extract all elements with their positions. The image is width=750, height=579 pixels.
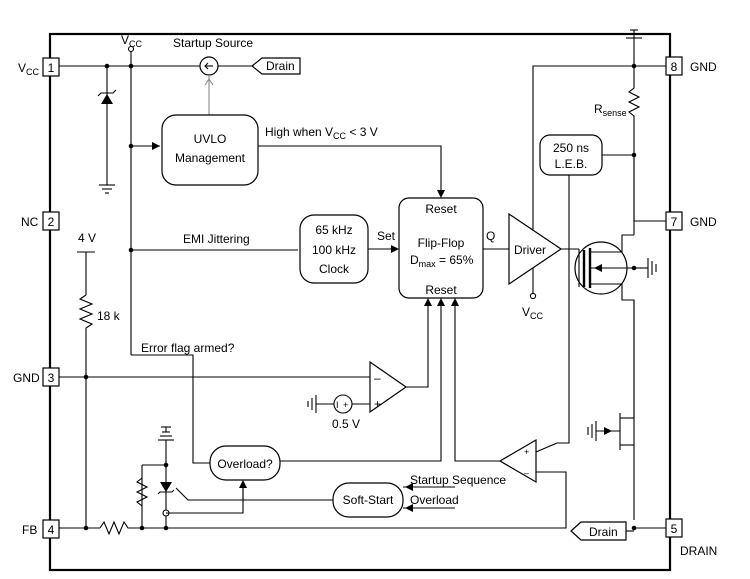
set-label: Set [377, 229, 396, 243]
pin-7-number: 7 [671, 215, 678, 229]
power-mosfet [574, 234, 657, 520]
comp1-minus: – [374, 371, 381, 385]
four-volt-label: 4 V [78, 231, 96, 245]
current-comparator: + – [498, 438, 537, 484]
pin-5-number: 5 [671, 522, 678, 536]
pin-5: 5 DRAIN [665, 518, 717, 558]
leb-label-2: L.E.B. [555, 157, 588, 171]
ff-dmax: Dmax = 65% [410, 253, 474, 269]
pin-2-label: NC [21, 215, 39, 229]
pin-8: 8 GND [665, 56, 717, 76]
rsense-label: Rsense [594, 102, 627, 118]
vcc-top-label: VCC [121, 33, 143, 49]
drain-top-port: Drain [251, 57, 301, 75]
pin-7-label: GND [690, 215, 717, 229]
leb-block: 250 ns L.E.B. [539, 134, 603, 176]
leb-label-1: 250 ns [553, 141, 589, 155]
drain-bottom-label: Drain [589, 525, 618, 539]
uvlo-label-2: Management [175, 151, 246, 165]
emi-label: EMI Jittering [183, 232, 250, 246]
ff-reset-top: Reset [425, 202, 457, 216]
half-volt-minus: I [336, 400, 339, 410]
driver-label: Driver [514, 243, 546, 257]
error-flag-label: Error flag armed? [141, 341, 235, 355]
clock-label-3: Clock [319, 262, 350, 276]
pin-8-number: 8 [671, 60, 678, 74]
drain-bottom-port: Drain [570, 521, 627, 541]
pin-3: 3 GND [13, 367, 60, 387]
vcc-rail [59, 45, 200, 69]
comp1-plus: + [374, 397, 381, 411]
pin-8-label: GND [690, 60, 717, 74]
four-volt-ref [77, 251, 95, 531]
ff-reset-bottom: Reset [425, 283, 457, 297]
pin-7: 7 GND [665, 211, 717, 231]
clock-block: 65 kHz 100 kHz Clock [299, 214, 369, 284]
pin-4: 4 FB [22, 519, 60, 539]
high-when-label: High when VCC < 3 V [265, 125, 378, 141]
pin-5-label: DRAIN [680, 544, 717, 558]
pin-2: 2 NC [21, 211, 60, 231]
clock-label-1: 65 kHz [315, 223, 352, 237]
drain-top-label: Drain [266, 59, 295, 73]
soft-start-block: Soft-Start [332, 482, 404, 518]
pin-1-number: 1 [48, 61, 55, 75]
eighteen-k-label: 18 k [97, 309, 121, 323]
vcc-driver-label: VCC [522, 305, 544, 321]
pin-1: 1 VCC [18, 57, 60, 77]
comp2-minus: – [524, 468, 529, 478]
rsense-resistor [627, 66, 641, 235]
chip-outline [48, 32, 672, 572]
pin-3-number: 3 [48, 371, 55, 385]
gnd-top-symbol [626, 29, 642, 66]
comp2-plus: + [524, 447, 529, 457]
pin-4-label: FB [22, 523, 37, 537]
overload-check-label: Overload? [217, 457, 273, 471]
half-volt-label: 0.5 V [332, 417, 360, 431]
half-volt-plus: + [343, 400, 348, 410]
overload-label: Overload [410, 493, 459, 507]
ff-title: Flip-Flop [418, 236, 465, 250]
driver-block: Driver [508, 212, 563, 300]
half-volt-source: I + [307, 394, 370, 414]
pin-2-number: 2 [48, 215, 55, 229]
q-label: Q [486, 229, 495, 243]
fb-network [59, 426, 333, 536]
soft-start-label: Soft-Start [343, 493, 394, 507]
startup-sequence-label: Startup Sequence [410, 473, 506, 487]
startup-current-source [199, 56, 255, 115]
pin-1-label: VCC [18, 61, 40, 77]
clock-label-2: 100 kHz [312, 243, 356, 257]
overload-check-block: Overload? [209, 445, 281, 481]
zener-diode [97, 66, 117, 194]
pin-3-label: GND [13, 371, 40, 385]
comparator-half-volt: – + [369, 360, 408, 414]
uvlo-label-1: UVLO [194, 132, 227, 146]
startup-jfet [587, 300, 635, 450]
flip-flop-block: Reset Flip-Flop Dmax = 65% Reset [398, 197, 484, 299]
uvlo-block: UVLO Management [161, 114, 259, 186]
startup-source-label: Startup Source [173, 36, 253, 50]
pin-4-number: 4 [48, 523, 55, 537]
